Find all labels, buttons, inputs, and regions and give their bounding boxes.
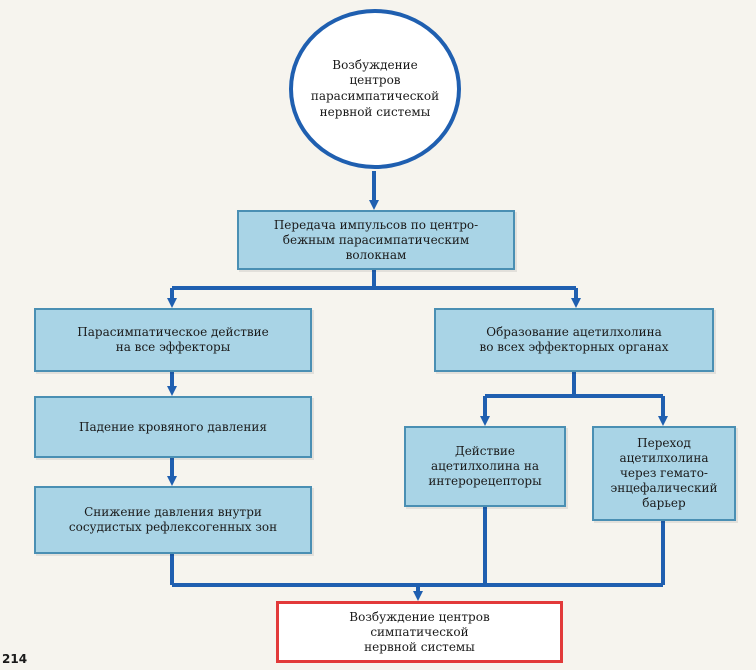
transmission-box: Передача импульсов по центро- бежным пар… <box>237 210 515 270</box>
end-node: Возбуждение центров симпатической нервно… <box>276 601 563 663</box>
page-number: 214 <box>2 652 28 666</box>
start-node: Возбуждение центров парасимпатической не… <box>289 9 461 169</box>
blood-pressure-drop-box: Падение кровяного давления <box>34 396 312 458</box>
acetylcholine-formation-box: Образование ацетилхолина во всех эффекто… <box>434 308 714 372</box>
effectors-box: Парасимпатическое действие на все эффект… <box>34 308 312 372</box>
reflex-zone-pressure-box: Снижение давления внутри сосудистых рефл… <box>34 486 312 554</box>
bbb-transfer-box: Переход ацетилхолина через гемато- энцеф… <box>592 426 736 521</box>
interoreceptors-box: Действие ацетилхолина на интерорецепторы <box>404 426 566 507</box>
